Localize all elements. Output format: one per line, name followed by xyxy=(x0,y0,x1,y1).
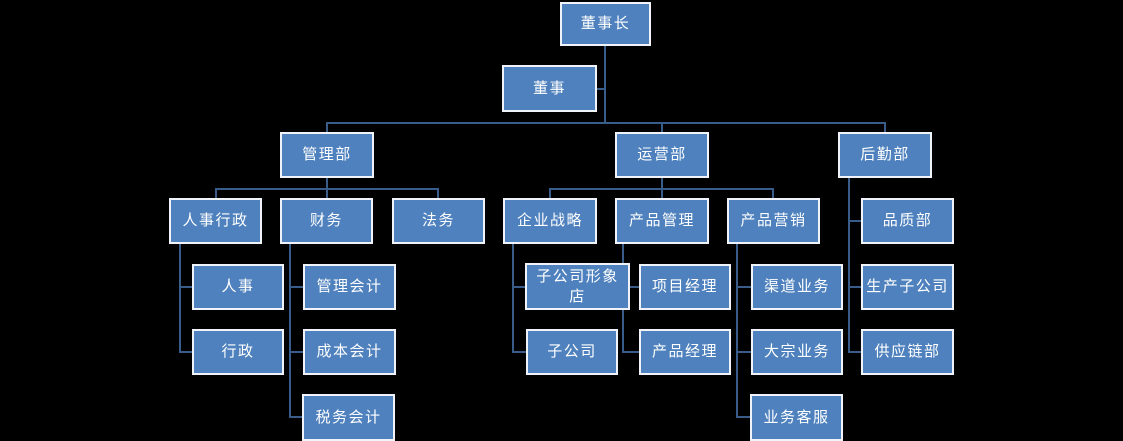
org-node-label: 产品经理 xyxy=(651,343,718,360)
org-node-subsidiary-image-store[interactable]: 子公司形象店 xyxy=(525,263,630,310)
org-node-supply-chain-dept[interactable]: 供应链部 xyxy=(861,329,954,375)
org-node-hr-admin[interactable]: 人事行政 xyxy=(169,198,262,244)
connector-line xyxy=(437,188,439,198)
org-node-logistics-dept[interactable]: 后勤部 xyxy=(838,132,932,178)
org-node-bulk-business[interactable]: 大宗业务 xyxy=(751,329,843,375)
org-node-label: 大宗业务 xyxy=(763,343,830,360)
org-node-label: 管理会计 xyxy=(316,278,383,295)
org-node-label: 财务 xyxy=(309,212,343,229)
connector-line xyxy=(179,351,192,353)
connector-line xyxy=(848,351,861,353)
connector-line xyxy=(326,188,328,198)
connector-line xyxy=(549,188,551,198)
org-node-label: 人事 xyxy=(221,278,255,295)
org-node-label: 法务 xyxy=(421,212,455,229)
connector-line xyxy=(661,188,663,198)
org-node-hr[interactable]: 人事 xyxy=(192,264,284,310)
connector-line xyxy=(597,88,605,90)
org-node-label: 产品管理 xyxy=(628,212,695,229)
org-node-management-accounting[interactable]: 管理会计 xyxy=(303,264,396,310)
connector-line xyxy=(884,122,886,132)
connector-line xyxy=(736,286,751,288)
org-node-quality-dept[interactable]: 品质部 xyxy=(861,198,954,244)
connector-line xyxy=(661,178,663,189)
connector-line xyxy=(289,244,291,418)
org-node-label: 成本会计 xyxy=(316,343,383,360)
org-node-label: 子公司形象店 xyxy=(536,267,619,305)
connector-line xyxy=(512,244,514,353)
org-node-label: 管理部 xyxy=(302,146,352,163)
org-node-subsidiary[interactable]: 子公司 xyxy=(526,329,618,375)
connector-line xyxy=(326,122,328,132)
org-node-label: 渠道业务 xyxy=(763,278,830,295)
org-node-label: 董事长 xyxy=(580,15,631,32)
org-node-label: 运营部 xyxy=(637,146,687,163)
org-node-production-subsidiary[interactable]: 生产子公司 xyxy=(861,264,954,310)
connector-line xyxy=(604,46,606,124)
connector-line xyxy=(848,286,861,288)
connector-line xyxy=(848,220,861,222)
org-node-product-management[interactable]: 产品管理 xyxy=(615,198,709,244)
connector-line xyxy=(289,416,302,418)
org-node-admin[interactable]: 行政 xyxy=(192,329,284,375)
org-node-finance[interactable]: 财务 xyxy=(280,198,373,244)
connector-line xyxy=(622,286,639,288)
connector-line xyxy=(179,286,192,288)
org-node-label: 企业战略 xyxy=(516,212,583,229)
connector-line xyxy=(326,178,328,189)
connector-line xyxy=(622,351,639,353)
org-node-chairman[interactable]: 董事长 xyxy=(560,2,651,46)
org-node-legal[interactable]: 法务 xyxy=(392,198,485,244)
org-node-label: 税务会计 xyxy=(315,408,382,426)
org-node-product-marketing[interactable]: 产品营销 xyxy=(727,198,820,244)
connector-line xyxy=(736,351,751,353)
org-node-label: 品质部 xyxy=(882,212,933,229)
org-node-cost-accounting[interactable]: 成本会计 xyxy=(303,329,396,375)
org-node-label: 业务客服 xyxy=(763,408,830,426)
connector-line xyxy=(512,286,525,288)
org-node-business-customer-service[interactable]: 业务客服 xyxy=(750,394,843,441)
connector-line xyxy=(326,122,886,124)
connector-line xyxy=(736,416,750,418)
org-node-label: 子公司 xyxy=(547,343,597,360)
org-node-channel-business[interactable]: 渠道业务 xyxy=(751,264,843,310)
org-node-label: 生产子公司 xyxy=(866,278,949,295)
connector-line xyxy=(512,351,526,353)
org-node-operations-dept[interactable]: 运营部 xyxy=(615,132,709,178)
connector-line xyxy=(736,244,738,418)
org-node-project-manager[interactable]: 项目经理 xyxy=(639,264,731,310)
connector-line xyxy=(179,244,181,353)
org-node-label: 后勤部 xyxy=(860,146,910,163)
connector-line xyxy=(661,122,663,132)
org-node-management-dept[interactable]: 管理部 xyxy=(280,132,374,178)
org-node-label: 供应链部 xyxy=(874,343,941,360)
org-node-label: 行政 xyxy=(221,343,255,360)
connector-line xyxy=(848,178,850,353)
connector-line xyxy=(289,286,303,288)
org-node-product-manager[interactable]: 产品经理 xyxy=(639,329,731,375)
org-node-label: 人事行政 xyxy=(182,212,249,229)
org-node-director[interactable]: 董事 xyxy=(502,65,597,112)
org-node-label: 产品营销 xyxy=(740,212,807,229)
org-node-tax-accounting[interactable]: 税务会计 xyxy=(302,394,395,441)
org-node-label: 项目经理 xyxy=(651,278,718,295)
connector-line xyxy=(289,351,303,353)
connector-line xyxy=(772,188,774,198)
connector-line xyxy=(215,188,217,198)
org-node-label: 董事 xyxy=(532,79,566,97)
org-node-corporate-strategy[interactable]: 企业战略 xyxy=(503,198,597,244)
